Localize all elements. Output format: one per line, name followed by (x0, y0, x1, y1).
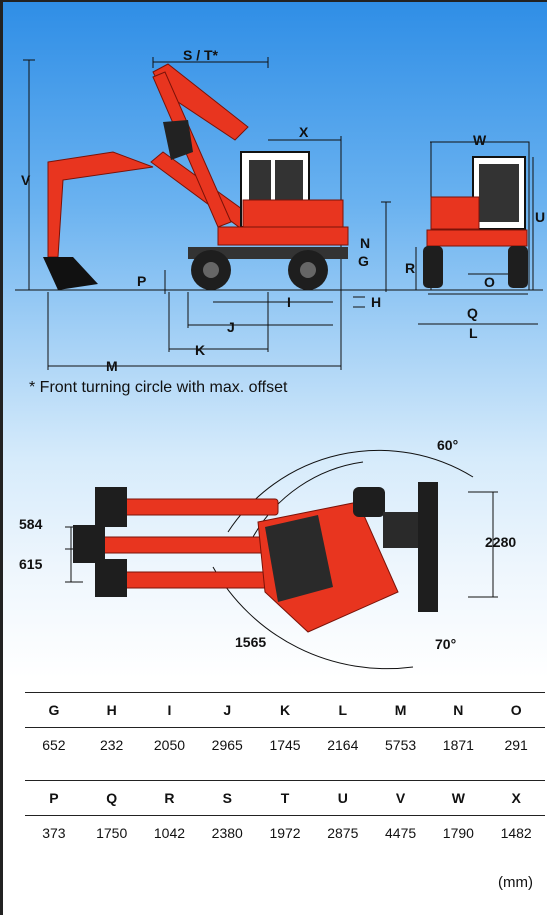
table2-value: 4475 (385, 825, 417, 841)
table2-value: 1042 (153, 825, 186, 841)
table1-value: 1871 (442, 737, 474, 753)
table1-value-row: 652 232 2050 2965 1745 2164 5753 1871 29… (25, 731, 545, 759)
dimension-table: G H I J K L M N O 652 232 2050 2965 1745… (25, 692, 545, 862)
table1-value: 652 (42, 737, 66, 753)
dim-label-v: V (21, 172, 31, 188)
table1-header: G (48, 702, 60, 718)
table2-header: W (451, 790, 465, 806)
dim-label-m: M (106, 358, 118, 374)
table1-header: H (106, 702, 117, 718)
table1-value: 5753 (385, 737, 417, 753)
dim-label-x: X (299, 124, 309, 140)
angle-60-label: 60° (437, 437, 458, 453)
table1-header: I (167, 702, 172, 718)
unit-label: (mm) (498, 874, 533, 891)
table1-header-row: G H I J K L M N O (25, 696, 545, 724)
table1-header: J (223, 702, 232, 718)
dim-label-q: Q (467, 305, 478, 321)
dim-label-j: J (227, 319, 235, 335)
dim-label-n: N (360, 235, 370, 251)
table2-header: P (49, 790, 59, 806)
table1-value: 2164 (327, 737, 359, 753)
table1-header: O (510, 702, 522, 718)
table2-value: 1750 (96, 825, 128, 841)
table2-header: T (280, 790, 290, 806)
table1-value: 1745 (269, 737, 301, 753)
table1-header: M (394, 702, 407, 718)
top-view-diagram: 60° 70° 2280 584 615 1565 (19, 437, 516, 670)
dim-label-w: W (473, 132, 487, 148)
table2-header: V (395, 790, 406, 806)
offset-615-label: 615 (19, 556, 43, 572)
dim-label-s-t: S / T* (183, 47, 219, 63)
table2-value: 2875 (327, 825, 359, 841)
table1-header: L (338, 702, 348, 718)
dim-label-i: I (287, 294, 291, 310)
dim-label-l: L (469, 325, 478, 341)
table2-value: 1790 (442, 825, 474, 841)
dim-label-r: R (405, 260, 415, 276)
radius-1565-label: 1565 (235, 634, 266, 650)
table2-header: X (511, 790, 521, 806)
table2-header: U (337, 790, 348, 806)
turning-circle-note: * Front turning circle with max. offset (29, 379, 288, 396)
table2-value: 1482 (500, 825, 532, 841)
table1-value: 232 (99, 737, 124, 753)
dim-label-k: K (195, 342, 205, 358)
table2-value: 2380 (211, 825, 243, 841)
table2-header: R (164, 790, 175, 806)
table2-header: Q (106, 790, 118, 806)
table1-value: 2965 (211, 737, 243, 753)
table2-value: 373 (42, 825, 66, 841)
dim-label-h: H (371, 294, 381, 310)
table2-value: 1972 (269, 825, 301, 841)
table2-value-row: 373 1750 1042 2380 1972 2875 4475 1790 1… (25, 819, 545, 847)
table2-header: S (222, 790, 232, 806)
angle-70-label: 70° (435, 636, 456, 652)
table1-header: N (453, 702, 464, 718)
side-view-diagram: S / T* X V N G P H I J K M W U R O Q L (15, 47, 545, 374)
dim-label-p: P (137, 273, 146, 289)
table1-header: K (279, 702, 291, 718)
dim-label-u: U (535, 209, 545, 225)
dim-label-g: G (358, 253, 369, 269)
table2-header-row: P Q R S T U V W X (25, 784, 545, 812)
table1-value: 2050 (153, 737, 186, 753)
table1-value: 291 (504, 737, 528, 753)
dim-label-o: O (484, 274, 495, 290)
offset-584-label: 584 (19, 516, 43, 532)
width-2280-label: 2280 (485, 534, 516, 550)
